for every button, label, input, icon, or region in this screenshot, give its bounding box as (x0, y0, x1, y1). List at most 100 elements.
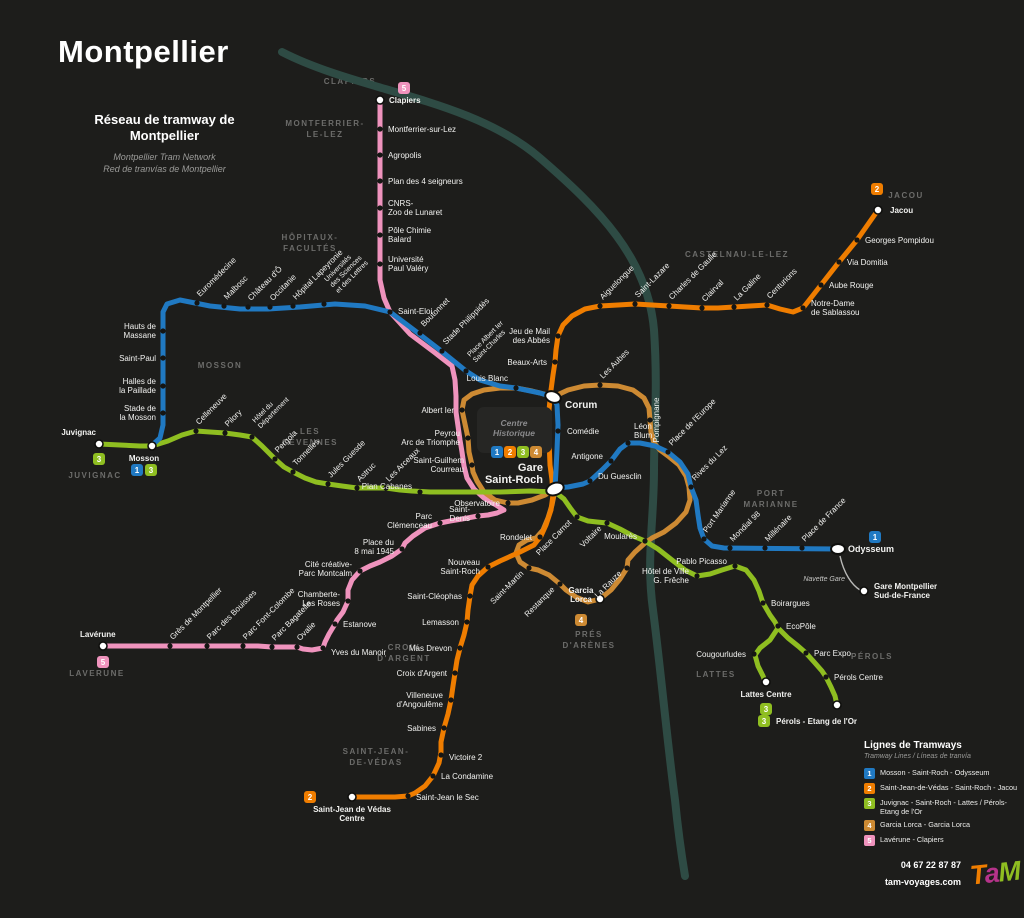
station-marker (452, 670, 458, 676)
station-marker (457, 645, 463, 651)
station-marker (160, 410, 166, 416)
navette-label: Navette Gare (803, 576, 845, 583)
district-label: MONTFERRIER-LE-LEZ (285, 119, 364, 139)
network-subtitle-en: Montpellier Tram Network (113, 151, 216, 162)
station-marker (823, 674, 829, 680)
station-label: Clairval (700, 278, 725, 303)
station-label: Astruc (355, 461, 377, 483)
station-label: Saint-Eloi (398, 307, 432, 316)
station-marker (267, 304, 273, 310)
station-label: Boirargues (771, 599, 810, 608)
station-label: Pilory (223, 408, 244, 429)
station-marker (167, 643, 173, 649)
station-marker (818, 282, 824, 288)
station-marker-terminus (375, 95, 385, 105)
line-badge-number: 1 (495, 448, 500, 457)
station-marker (160, 328, 166, 334)
station-label: Pablo Picasso (676, 557, 727, 566)
station-marker (526, 565, 532, 571)
station-label: Cité créative-Parc Montcalm (299, 560, 353, 578)
phone-number: 04 67 22 87 87 (900, 860, 961, 870)
station-label: Chamberte-Les Roses (298, 590, 341, 608)
station-label: Lavérune (80, 630, 116, 639)
station-marker (764, 302, 770, 308)
station-marker (332, 621, 338, 627)
line-badge-5 (97, 656, 109, 668)
station-marker (463, 368, 469, 374)
station-label: Montferrier-sur-Lez (388, 125, 456, 134)
station-label: Saint-Martin (489, 569, 526, 606)
station-marker (464, 619, 470, 625)
station-marker (387, 309, 393, 315)
legend-line-badge: 3 (864, 798, 875, 809)
network-title-block: Réseau de tramway de Montpellier Montpel… (72, 112, 257, 174)
station-marker (632, 301, 638, 307)
line-badge-number: 2 (308, 793, 313, 802)
line-badge-2 (504, 446, 516, 458)
station-marker-terminus (147, 441, 157, 451)
station-marker (204, 643, 210, 649)
line-badge-4 (530, 446, 542, 458)
line-badge-number: 1 (135, 466, 140, 475)
tram-line-3 (775, 625, 840, 708)
station-marker-interchange (545, 481, 565, 497)
station-marker (240, 643, 246, 649)
station-marker (642, 538, 648, 544)
legend-line-badge: 5 (864, 835, 875, 847)
line-badge-number: 4 (534, 448, 539, 457)
station-marker (321, 301, 327, 307)
station-label: Rondelet (500, 533, 533, 542)
station-marker (399, 546, 405, 552)
station-label: Aiguelongue (598, 263, 636, 301)
station-label: Clapiers (389, 96, 421, 105)
station-label: Saint-Cléophas (407, 592, 462, 601)
station-marker (383, 485, 389, 491)
station-marker-terminus (832, 700, 842, 710)
station-label: Voltaire (578, 524, 604, 550)
station-marker (377, 205, 383, 211)
district-label: CASTELNAU-LE-LEZ (685, 250, 789, 259)
station-label: Port Marianne (701, 487, 738, 534)
station-label: Beaux-Arts (507, 358, 547, 367)
station-marker (357, 568, 363, 574)
station-marker (325, 481, 331, 487)
legend-subtitle: Tramway Lines / Líneas de tranvía (864, 753, 971, 760)
station-marker (438, 752, 444, 758)
station-marker (249, 434, 255, 440)
station-marker (727, 545, 733, 551)
line-badge-number: 3 (764, 705, 769, 714)
legend-title: Lignes de Tramways (864, 740, 962, 751)
station-marker (245, 304, 251, 310)
station-marker-terminus (873, 205, 883, 215)
station-marker (666, 303, 672, 309)
station-marker (775, 623, 781, 629)
station-label: Albert Ier (422, 406, 455, 415)
line-badge-1 (491, 446, 503, 458)
station-marker (513, 385, 519, 391)
station-marker (160, 383, 166, 389)
station-marker (854, 237, 860, 243)
station-marker (377, 261, 383, 267)
station-marker (836, 259, 842, 265)
station-marker (604, 520, 610, 526)
station-marker (269, 644, 275, 650)
station-marker (699, 305, 705, 311)
district-label: LAVERUNE (69, 669, 124, 678)
station-label: Lattes Centre (740, 690, 792, 699)
station-marker (377, 152, 383, 158)
station-marker (732, 563, 738, 569)
line-badge-number: 2 (508, 448, 513, 457)
station-label: Parc Expo (814, 649, 851, 658)
station-marker (574, 514, 580, 520)
